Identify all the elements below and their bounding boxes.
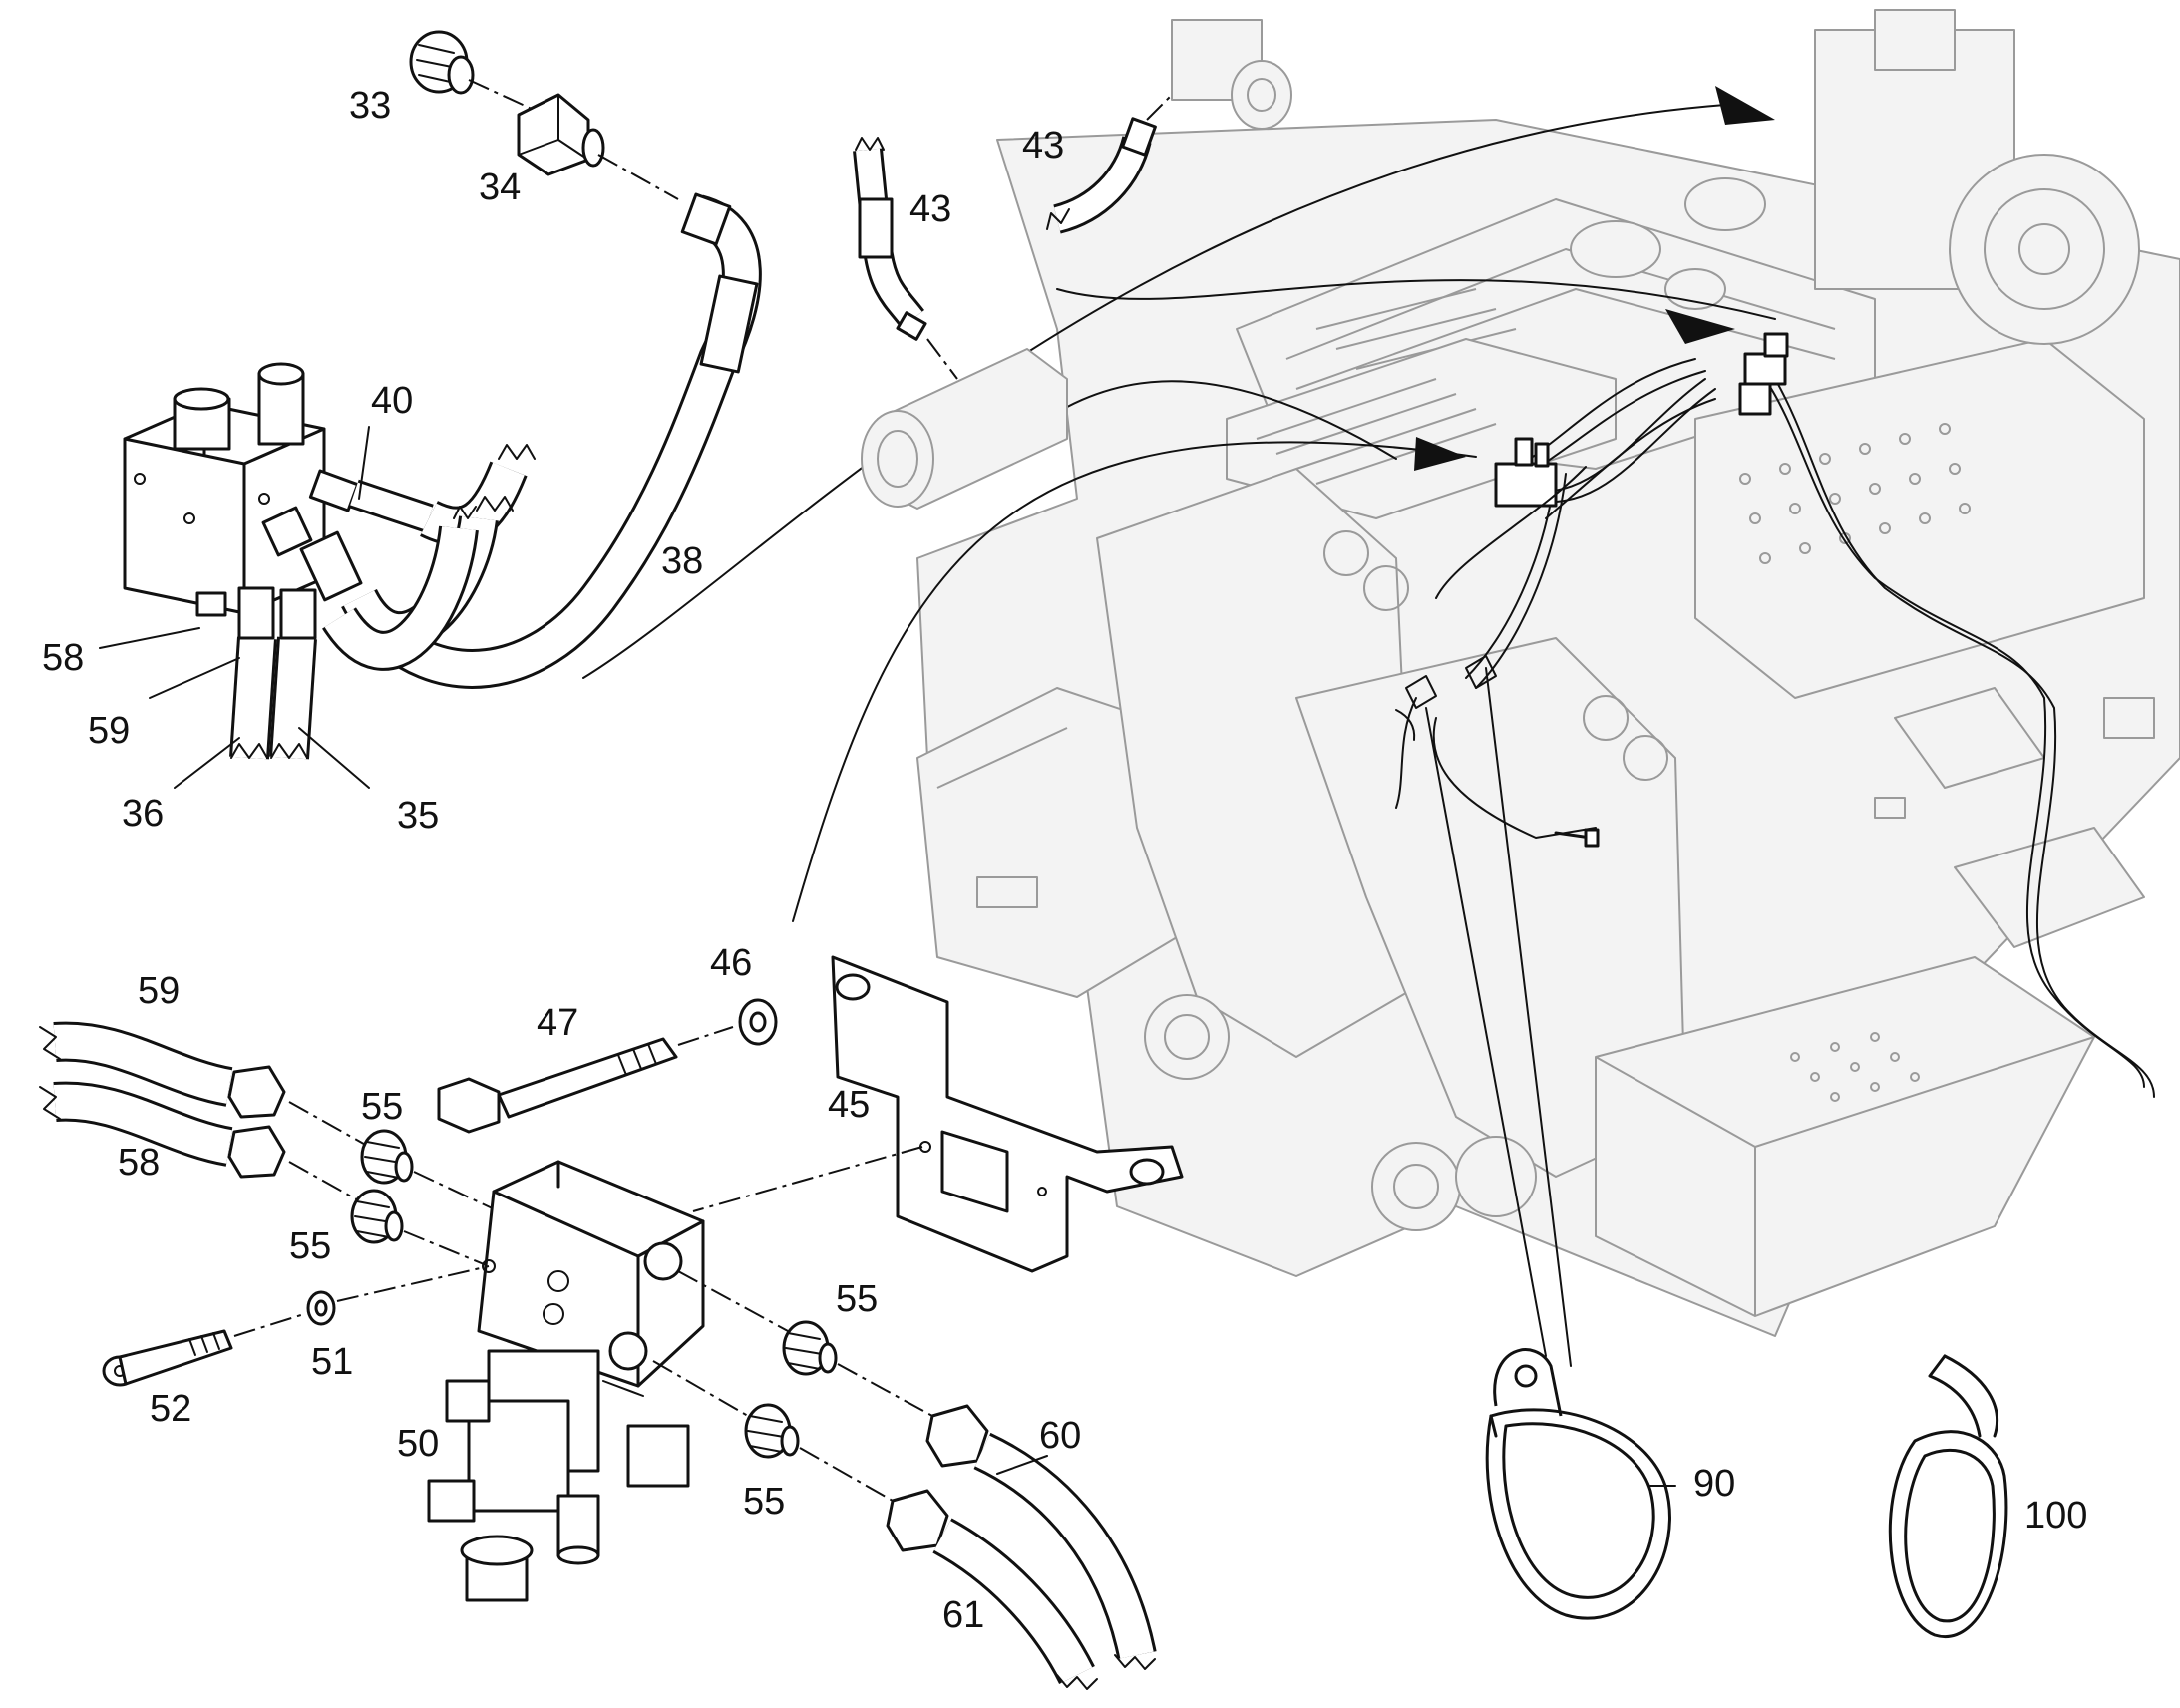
hose-43-vertical bbox=[853, 137, 958, 380]
callout-43: 43 bbox=[1022, 125, 1064, 167]
bracket-45 bbox=[831, 955, 1184, 1273]
hose-60 bbox=[925, 1404, 1157, 1670]
callout-55: 55 bbox=[836, 1278, 878, 1320]
callout-47: 47 bbox=[537, 1002, 578, 1044]
hose-38 bbox=[353, 192, 762, 689]
fitting-55-c bbox=[782, 1320, 838, 1376]
callout-36: 36 bbox=[122, 793, 164, 835]
machine-hydraulic-lines bbox=[1395, 332, 2155, 1098]
hose-40 bbox=[308, 461, 528, 546]
washer-46 bbox=[738, 998, 778, 1046]
screw-52 bbox=[102, 1329, 233, 1387]
strap-100 bbox=[1888, 1354, 2008, 1639]
callout-59: 59 bbox=[88, 710, 130, 752]
cylinder-part bbox=[861, 348, 1068, 510]
callout-100: 100 bbox=[2024, 1495, 2087, 1537]
callout-55: 55 bbox=[743, 1481, 785, 1523]
hose-59-lower bbox=[39, 1021, 370, 1148]
washer-51 bbox=[306, 1290, 336, 1326]
fitting-34 bbox=[517, 93, 605, 176]
callout-34: 34 bbox=[479, 167, 521, 208]
callout-40: 40 bbox=[371, 380, 413, 422]
callout-55: 55 bbox=[289, 1225, 331, 1267]
hose-61 bbox=[886, 1489, 1098, 1690]
callout-90: 90 bbox=[1693, 1463, 1735, 1505]
callout-55: 55 bbox=[361, 1086, 403, 1128]
machine-frame bbox=[916, 9, 2180, 1337]
callout-33: 33 bbox=[349, 85, 391, 127]
bolt-47 bbox=[437, 1037, 678, 1134]
callout-51: 51 bbox=[311, 1341, 353, 1383]
leader-lines-lower bbox=[996, 1455, 1676, 1487]
fitting-55-a bbox=[360, 1129, 414, 1185]
callout-35: 35 bbox=[397, 795, 439, 837]
callout-45: 45 bbox=[828, 1084, 870, 1126]
callout-labels: 33 34 43 43 40 38 58 59 36 35 46 47 59 5… bbox=[42, 85, 2087, 1636]
fitting-33 bbox=[409, 30, 475, 95]
fitting-55-b bbox=[350, 1189, 404, 1244]
fitting-55-d bbox=[744, 1403, 800, 1459]
leader-lines-upper bbox=[99, 426, 370, 789]
hoses-from-valve bbox=[229, 444, 536, 760]
hose-43-curved bbox=[1046, 89, 1178, 234]
hose-58-lower bbox=[39, 1081, 370, 1207]
callout-58: 58 bbox=[42, 637, 84, 679]
callout-58: 58 bbox=[118, 1142, 160, 1184]
callout-60: 60 bbox=[1039, 1415, 1081, 1457]
callout-61: 61 bbox=[942, 1594, 984, 1636]
callout-38: 38 bbox=[661, 540, 703, 582]
callout-52: 52 bbox=[150, 1388, 191, 1430]
callout-46: 46 bbox=[710, 942, 752, 984]
motor-part-43 bbox=[1171, 19, 1292, 130]
valve-block-upper bbox=[123, 362, 326, 617]
valve-block-50 bbox=[427, 1160, 705, 1602]
callout-50: 50 bbox=[397, 1423, 439, 1465]
callout-43: 43 bbox=[909, 188, 951, 230]
callout-59: 59 bbox=[138, 970, 180, 1012]
clamp-90 bbox=[1485, 1348, 1671, 1620]
